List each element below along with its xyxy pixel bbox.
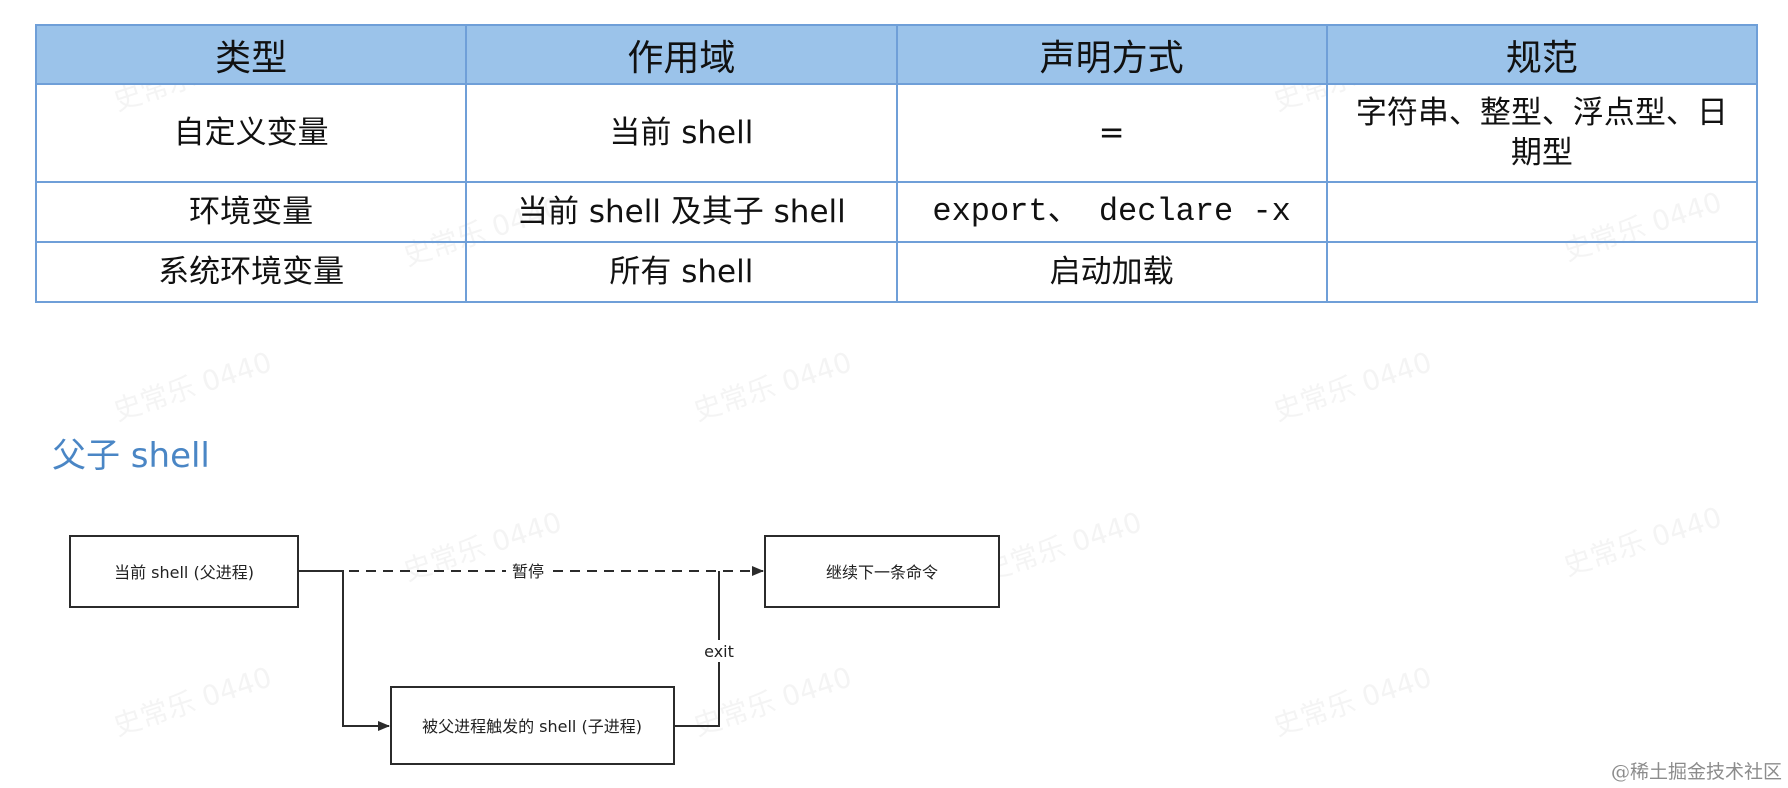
table-row: 环境变量 当前 shell 及其子 shell export、 declare … [34, 181, 1759, 243]
cell-type: 环境变量 [34, 181, 468, 243]
pause-label-bg [506, 560, 550, 582]
cell-declaration: export、 declare -x [895, 181, 1328, 243]
cell-spec: 字符串、整型、浮点型、日期型 [1325, 83, 1759, 183]
header-type: 类型 [34, 24, 468, 85]
table-row: 系统环境变量 所有 shell 启动加载 [34, 241, 1759, 303]
pause-label: 暂停 [512, 562, 544, 581]
cell-type: 自定义变量 [34, 83, 468, 183]
cell-declaration: = [895, 83, 1328, 183]
parent-shell-label: 当前 shell (父进程) [114, 563, 254, 582]
cell-scope: 当前 shell 及其子 shell [465, 181, 898, 243]
child-shell-label: 被父进程触发的 shell (子进程) [422, 717, 642, 736]
spawn-child-arrow [298, 570, 390, 731]
header-declaration: 声明方式 [895, 24, 1328, 85]
cell-spec [1325, 181, 1759, 243]
cell-declaration: 启动加载 [895, 241, 1328, 303]
cell-type: 系统环境变量 [34, 241, 468, 303]
exit-label: exit [704, 642, 734, 661]
table-header-row: 类型 作用域 声明方式 规范 [34, 24, 1759, 85]
header-scope: 作用域 [465, 24, 898, 85]
cell-scope: 当前 shell [465, 83, 898, 183]
variable-types-table: 类型 作用域 声明方式 规范 自定义变量 当前 shell = 字符串、整型、浮… [34, 24, 1759, 303]
section-heading: 父子 shell [52, 436, 210, 476]
header-spec: 规范 [1325, 24, 1759, 85]
table-row: 自定义变量 当前 shell = 字符串、整型、浮点型、日期型 [34, 83, 1759, 183]
parent-shell-box [69, 535, 299, 608]
cell-spec [1325, 241, 1759, 303]
exit-line [674, 571, 720, 727]
site-credit: @稀土掘金技术社区 [1610, 761, 1782, 783]
exit-label-bg [700, 640, 740, 662]
child-shell-box [390, 686, 675, 765]
next-command-box [764, 535, 1000, 608]
next-command-label: 继续下一条命令 [826, 563, 938, 582]
cell-scope: 所有 shell [465, 241, 898, 303]
